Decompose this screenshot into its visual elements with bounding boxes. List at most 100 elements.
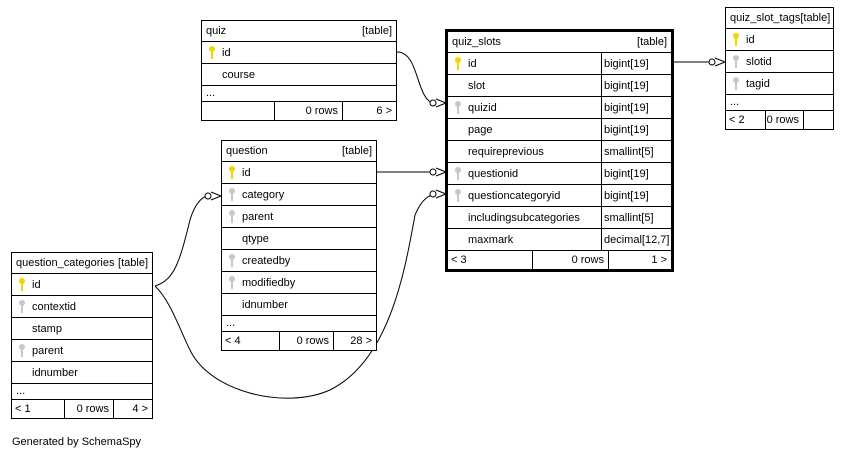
table-type-label: [table] (637, 36, 667, 48)
column-row[interactable]: stamp (12, 318, 152, 340)
column-type: bigint[19] (601, 53, 671, 74)
column-type: bigint[19] (601, 97, 671, 118)
column-name: idnumber (242, 298, 288, 311)
key-cell (202, 46, 222, 59)
column-type: smallint[5] (601, 207, 671, 228)
table-name: question (226, 145, 268, 157)
column-row[interactable]: modifiedby (222, 272, 376, 294)
column-name: id (746, 33, 755, 46)
column-row[interactable]: qtype (222, 228, 376, 250)
key-cell (448, 101, 468, 114)
key-cell (222, 276, 242, 289)
child-count[interactable]: 28 > (350, 335, 372, 347)
child-count[interactable] (804, 111, 833, 129)
table-footer: 0 rows 6 > (202, 102, 396, 120)
column-name: category (242, 188, 285, 201)
column-type: smallint[5] (601, 141, 671, 162)
key-cell (12, 300, 32, 313)
column-name: tagid (746, 77, 770, 90)
table-type-label: [table] (362, 25, 392, 37)
column-name: stamp (32, 322, 62, 335)
row-count: 0 rows (766, 111, 804, 129)
parent-count[interactable] (202, 102, 275, 120)
column-row[interactable]: requireprevious smallint[5] (448, 141, 671, 163)
column-row[interactable]: id bigint[19] (448, 53, 671, 75)
column-row[interactable]: idnumber (222, 294, 376, 316)
column-row[interactable]: category (222, 184, 376, 206)
column-name: createdby (242, 254, 291, 267)
column-row[interactable]: tagid (726, 73, 833, 95)
table-type-label: [table] (800, 12, 831, 24)
parent-count[interactable]: < 3 (448, 251, 533, 269)
foreign-key-icon (455, 189, 461, 202)
column-row[interactable]: createdby (222, 250, 376, 272)
child-count[interactable]: 4 > (132, 403, 148, 415)
table-header: quiz_slots[table] (448, 32, 671, 53)
key-cell (448, 189, 468, 202)
column-row[interactable]: contextid (12, 296, 152, 318)
parent-count[interactable]: < 2 (726, 111, 766, 129)
row-count: 0 rows (275, 102, 343, 120)
column-row[interactable]: course (202, 64, 396, 86)
crowfoot-quiz-slot-tags-slotid (708, 58, 716, 66)
column-name: id (468, 57, 477, 70)
edge-quiz-to-quiz-slots (396, 51, 436, 105)
column-name: slot (468, 79, 486, 92)
column-row[interactable]: id (12, 274, 152, 296)
table-header: question [table] (222, 141, 376, 162)
column-row[interactable]: id (202, 42, 396, 64)
child-count[interactable]: 6 > (376, 105, 392, 117)
column-name: parent (242, 210, 274, 223)
crowfoot-question-category (204, 192, 212, 200)
column-name: id (242, 166, 251, 179)
column-row[interactable]: slotid (726, 51, 833, 73)
more-columns-ellipsis: ... (726, 95, 833, 111)
child-count[interactable]: 1 > (651, 254, 667, 266)
column-name: parent (32, 344, 64, 357)
key-cell (12, 278, 32, 291)
column-row[interactable]: parent (222, 206, 376, 228)
parent-count[interactable]: < 4 (222, 332, 280, 350)
key-cell (222, 210, 242, 223)
key-cell (12, 344, 32, 357)
foreign-key-icon (19, 300, 25, 313)
generated-by-footer: Generated by SchemaSpy (12, 436, 142, 448)
parent-count[interactable]: < 1 (12, 400, 65, 418)
row-count: 0 rows (280, 332, 334, 350)
table-type-label: [table] (342, 145, 372, 157)
foreign-key-icon (455, 101, 461, 114)
column-row[interactable]: idnumber (12, 362, 152, 384)
key-cell (726, 77, 746, 90)
column-row[interactable]: id (726, 29, 833, 51)
column-row[interactable]: id (222, 162, 376, 184)
column-name: requireprevious (468, 145, 544, 158)
column-name: questionid (468, 167, 519, 180)
foreign-key-icon (733, 55, 739, 68)
row-count: 0 rows (65, 400, 114, 418)
column-name: idnumber (32, 366, 78, 379)
column-row[interactable]: parent (12, 340, 152, 362)
table-type-label: [table] (118, 257, 148, 269)
primary-key-icon (209, 46, 215, 59)
table-question[interactable]: question [table] id category parent qtype crea… (221, 140, 377, 351)
column-name: contextid (32, 300, 77, 313)
crowfoot-quiz-slots-questioncategoryid (429, 190, 437, 198)
key-cell (726, 55, 746, 68)
crowfoot-quiz-slots-questionid (429, 168, 437, 176)
edge-question-categories-to-question (154, 195, 211, 287)
